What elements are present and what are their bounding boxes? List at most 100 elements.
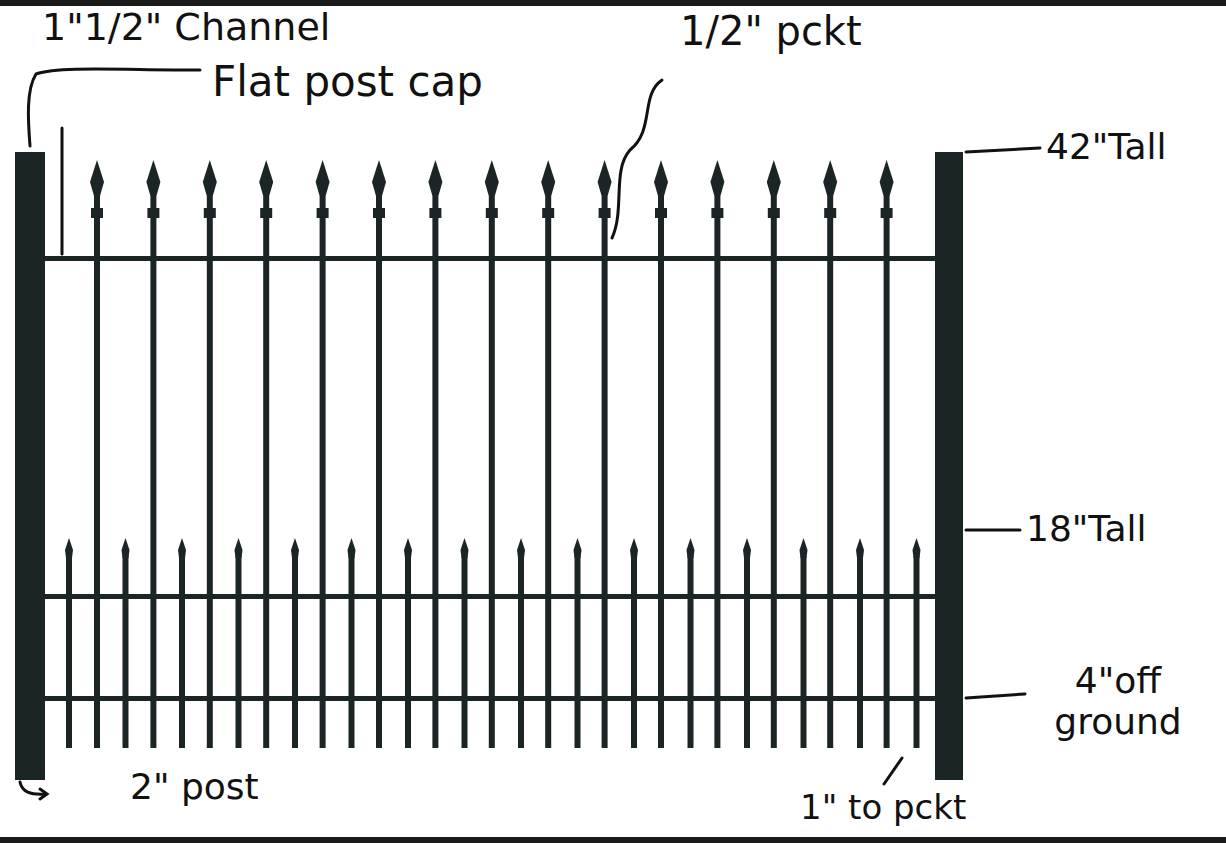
- tall-picket: [320, 196, 326, 748]
- short-picket: [575, 556, 581, 748]
- dimension-label: 1" to pckt: [800, 788, 966, 827]
- tall-picket: [771, 196, 777, 748]
- leader-line: [612, 80, 662, 238]
- leader-line: [20, 782, 46, 794]
- short-picket: [801, 556, 807, 748]
- leader-lines: [20, 69, 1040, 799]
- short-finial: [348, 538, 356, 558]
- picket-collar: [824, 208, 836, 218]
- spear-finial: [767, 160, 781, 196]
- arrow-head: [40, 789, 47, 799]
- leader-line: [28, 69, 200, 146]
- short-finial: [687, 538, 695, 558]
- picket-collar: [147, 208, 159, 218]
- picket-collar: [204, 208, 216, 218]
- short-finial: [122, 538, 130, 558]
- left-post: [15, 152, 45, 780]
- note-label: Flat post cap: [212, 58, 483, 106]
- tall-picket: [884, 196, 890, 748]
- tall-picket: [263, 196, 269, 748]
- short-finial: [856, 538, 864, 558]
- leader-line: [966, 694, 1025, 698]
- picket-collar: [486, 208, 498, 218]
- dimension-label: 1/2" pckt: [680, 8, 862, 54]
- dimension-label: 18"Tall: [1026, 508, 1146, 549]
- short-finial: [404, 538, 412, 558]
- spear-finial: [372, 160, 386, 196]
- spear-finial: [880, 160, 894, 196]
- picket-collar: [373, 208, 385, 218]
- short-finial: [178, 538, 186, 558]
- leader-line: [884, 758, 902, 784]
- spear-finial: [428, 160, 442, 196]
- picket-collar: [599, 208, 611, 218]
- tall-picket: [150, 196, 156, 748]
- spear-finial: [710, 160, 724, 196]
- rail: [44, 256, 936, 261]
- dimension-line: [61, 128, 64, 254]
- tall-picket: [714, 196, 720, 748]
- short-picket: [66, 556, 72, 748]
- short-finial: [235, 538, 243, 558]
- short-picket: [914, 556, 920, 748]
- short-picket: [518, 556, 524, 748]
- leader-line: [966, 148, 1040, 152]
- spear-finial: [90, 160, 104, 196]
- dimension-label: 4"off ground: [1028, 660, 1208, 743]
- spear-finial: [485, 160, 499, 196]
- picket-collar: [711, 208, 723, 218]
- short-picket: [462, 556, 468, 748]
- tall-picket: [827, 196, 833, 748]
- picket-collar: [429, 208, 441, 218]
- tall-picket: [545, 196, 551, 748]
- short-picket: [405, 556, 411, 748]
- right-post: [935, 152, 963, 780]
- tall-picket: [658, 196, 664, 748]
- picket-collar: [91, 208, 103, 218]
- short-picket: [123, 556, 129, 748]
- short-picket: [349, 556, 355, 748]
- picket-collar: [881, 208, 893, 218]
- tall-picket: [376, 196, 382, 748]
- rail: [44, 696, 936, 701]
- short-picket: [179, 556, 185, 748]
- short-finial: [291, 538, 299, 558]
- picket-collar: [317, 208, 329, 218]
- spear-finial: [541, 160, 555, 196]
- leader-line: [966, 529, 1020, 532]
- picket-collar: [542, 208, 554, 218]
- dimension-label: 1"1/2" Channel: [42, 6, 330, 50]
- short-picket: [857, 556, 863, 748]
- short-finial: [574, 538, 582, 558]
- dimension-label: 2" post: [130, 766, 259, 807]
- short-picket: [631, 556, 637, 748]
- short-picket: [744, 556, 750, 748]
- short-finial: [65, 538, 73, 558]
- spear-finial: [316, 160, 330, 196]
- dimension-label: 42"Tall: [1046, 126, 1166, 167]
- picket-collar: [768, 208, 780, 218]
- tall-picket: [602, 196, 608, 748]
- short-finial: [461, 538, 469, 558]
- short-finial: [743, 538, 751, 558]
- bottom-border: [0, 837, 1226, 843]
- tall-picket: [432, 196, 438, 748]
- spear-finial: [598, 160, 612, 196]
- short-picket: [688, 556, 694, 748]
- tall-picket: [489, 196, 495, 748]
- short-picket: [236, 556, 242, 748]
- short-finial: [800, 538, 808, 558]
- short-finial: [630, 538, 638, 558]
- fence-panel: [15, 152, 963, 780]
- short-picket: [292, 556, 298, 748]
- spear-finial: [259, 160, 273, 196]
- short-finial: [913, 538, 921, 558]
- spear-finial: [823, 160, 837, 196]
- spear-finial: [654, 160, 668, 196]
- tall-picket: [207, 196, 213, 748]
- picket-collar: [655, 208, 667, 218]
- rail: [44, 594, 936, 599]
